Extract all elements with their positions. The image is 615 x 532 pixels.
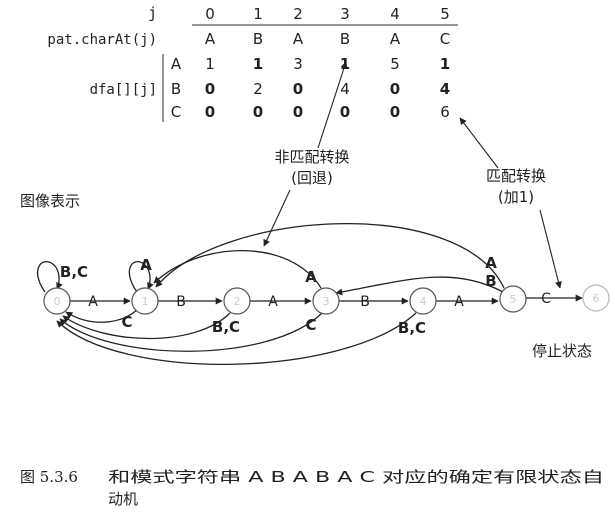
back-edge-3-to-0-C [59, 312, 323, 352]
state-6-halt: 6 [582, 284, 610, 312]
back-edge-2-to-0-BC [62, 312, 231, 340]
back-edge-3-to-1-A [153, 250, 322, 289]
edge-label-5-6: C [541, 291, 551, 307]
state-0: 0 [43, 287, 71, 315]
table-pat-label: pat.charAt(j) [47, 32, 157, 48]
state-2: 2 [223, 287, 251, 315]
match-annotation-line1: 匹配转换 [486, 167, 546, 185]
loop-label-state-0: B,C [60, 263, 88, 281]
caption-number: 图 5.3.6 [20, 468, 78, 486]
back-label-2-BC: B,C [212, 318, 240, 336]
state-3: 3 [312, 287, 340, 315]
state-6-label: 6 [593, 292, 600, 305]
table-dfa-label: dfa[][j] [90, 82, 157, 98]
table-col-header-3: 3 [340, 5, 350, 23]
state-3-label: 3 [323, 295, 330, 308]
state-4-label: 4 [420, 295, 427, 308]
match-pointer-up [459, 117, 499, 169]
state-4: 4 [409, 287, 437, 315]
graph-edges [36, 223, 583, 366]
table-cell-A-1: 1 [253, 55, 263, 73]
caption-line1: 和模式字符串 A B A B A C 对应的确定有限状态自 [108, 468, 604, 486]
graph-states: 0 1 2 3 4 5 6 [43, 284, 610, 315]
edge-label-3-4: B [360, 294, 370, 310]
table-cell-C-5: 6 [440, 103, 450, 121]
state-1-label: 1 [142, 295, 149, 308]
back-edge-4-to-0-BC [56, 312, 417, 366]
edge-label-4-5: A [454, 294, 464, 310]
edge-label-2-3: A [268, 294, 278, 310]
figure-caption: 图 5.3.6 和模式字符串 A B A B A C 对应的确定有限状态自 动机 [20, 468, 604, 508]
back-edge-5-to-3-B [335, 276, 504, 296]
loop-label-state-1: A [140, 256, 152, 274]
state-0-label: 0 [54, 295, 61, 308]
table-col-header-0: 0 [205, 5, 215, 23]
table-cell-A-5: 1 [440, 55, 450, 73]
table-cell-A-0: 1 [205, 55, 215, 73]
table-row-label-A: A [171, 55, 182, 73]
mismatch-pointer-up [317, 61, 348, 149]
table-cell-B-0: 0 [205, 80, 215, 98]
match-annotation-line2: (加1) [498, 188, 534, 206]
table-cell-C-0: 0 [205, 103, 215, 121]
table-pat-char-1: B [253, 30, 263, 48]
edge-label-0-1: A [88, 294, 98, 310]
table-pat-char-2: A [293, 30, 304, 48]
table-pat-char-5: C [440, 30, 450, 48]
back-label-3-A: A [305, 268, 317, 286]
state-5-label: 5 [510, 293, 517, 306]
table-cell-B-3: 4 [340, 80, 350, 98]
back-label-5-B: B [485, 272, 496, 290]
table-cell-C-2: 0 [293, 103, 303, 121]
table-col-header-1: 1 [253, 5, 263, 23]
table-cell-B-5: 4 [440, 80, 450, 98]
back-label-4-BC: B,C [398, 319, 426, 337]
back-label-5-A: A [485, 254, 497, 272]
mismatch-annotation-line2: (回退) [291, 169, 333, 187]
halt-state-label: 停止状态 [532, 342, 592, 360]
mismatch-pointer-down [263, 189, 291, 247]
table-cell-A-2: 3 [293, 55, 303, 73]
back-label-3-C: C [305, 316, 316, 334]
table-cell-B-1: 2 [253, 80, 263, 98]
edge-labels: A B A B A C B,C A A A B C B,C C B,C [60, 254, 551, 337]
table-cell-B-4: 0 [390, 80, 400, 98]
edge-label-1-2: B [176, 294, 186, 310]
caption-line2: 动机 [108, 490, 138, 508]
graph-title: 图像表示 [20, 192, 80, 210]
table-cell-C-4: 0 [390, 103, 400, 121]
table-col-header-5: 5 [440, 5, 450, 23]
table-col-header-4: 4 [390, 5, 400, 23]
table-pat-char-4: A [390, 30, 401, 48]
loop-state-0 [36, 261, 63, 293]
loop-state-1 [128, 261, 154, 293]
table-pat-char-3: B [340, 30, 350, 48]
state-1: 1 [131, 287, 159, 315]
back-label-1-C: C [121, 313, 132, 331]
table-row-label-B: B [171, 80, 181, 98]
table-cell-B-2: 0 [293, 80, 303, 98]
mismatch-annotation-line1: 非匹配转换 [274, 148, 349, 166]
state-2-label: 2 [234, 295, 241, 308]
back-edge-5-to-1-A [155, 223, 505, 289]
table-cell-C-3: 0 [340, 103, 350, 121]
table-cell-A-4: 5 [390, 55, 400, 73]
state-5: 5 [499, 285, 527, 313]
back-edge-1-to-0-C [65, 309, 138, 323]
table-col-header-2: 2 [293, 5, 303, 23]
table-pat-char-0: A [205, 30, 216, 48]
table-row-label-C: C [171, 103, 181, 121]
table-cell-C-1: 0 [253, 103, 263, 121]
annotations: 非匹配转换 (回退) 匹配转换 (加1) 图像表示 停止状态 [20, 61, 592, 360]
match-pointer-down [539, 209, 562, 289]
table-j-label: j [148, 4, 157, 22]
